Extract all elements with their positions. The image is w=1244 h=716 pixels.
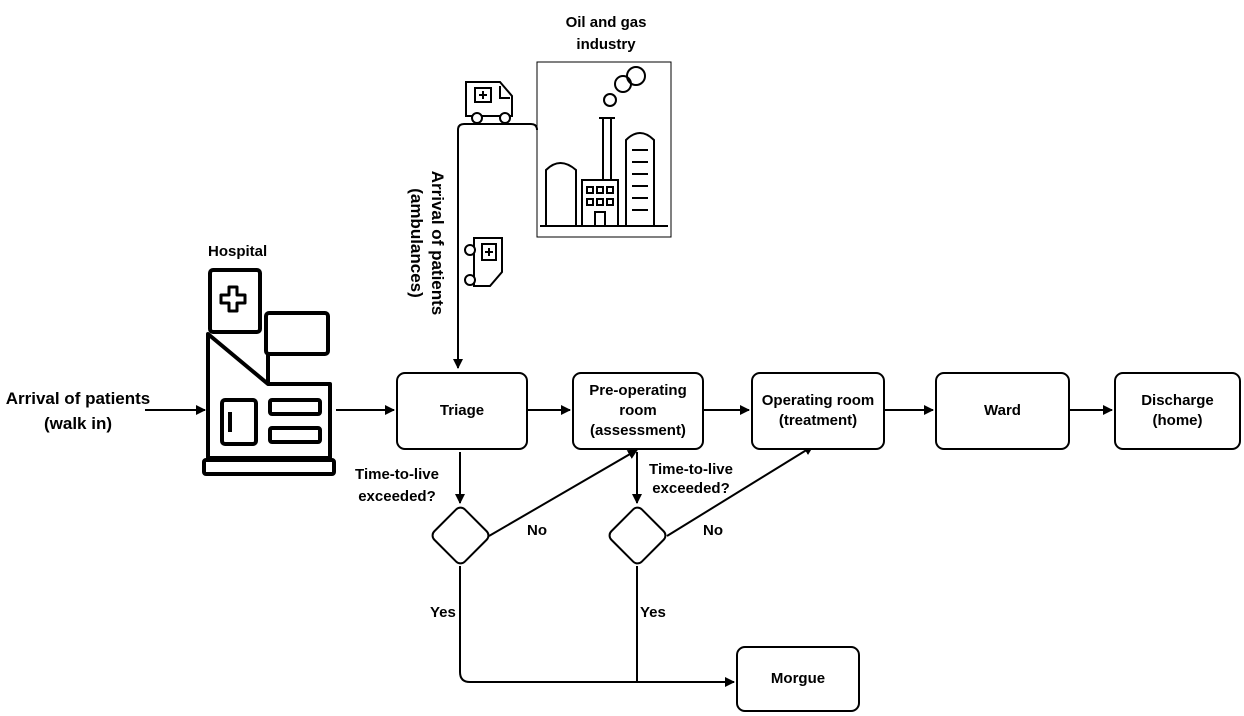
triage-node-line1: Triage [439,402,485,419]
no-label-2: No [703,522,723,539]
factory-icon [536,61,672,238]
preop-node: Pre-operating room (assessment) [572,372,704,450]
morgue-node-line1: Morgue [770,670,826,687]
industry-label: Oil and gas industry [553,12,659,56]
preop-node-line1: Pre-operating [589,382,687,399]
ttl-question-preop-line2: exceeded? [652,480,730,497]
ambulance-icon [464,237,503,287]
preop-node-line3: (assessment) [590,422,686,439]
yes-label-1: Yes [430,604,456,621]
preop-node-line2: room [619,402,657,419]
operating-room-node-line2: (treatment) [778,412,858,429]
walk-in-label: Arrival of patients (walk in) [0,386,156,436]
ambulance-icon [465,81,513,124]
discharge-node-line1: Discharge [1141,392,1214,409]
ttl-question-preop-line1: Time-to-live [649,461,733,478]
connectors [145,123,1113,687]
ttl-question-triage-line2: exceeded? [358,488,436,505]
decision-diamond-preop [608,506,667,565]
operating-room-node: Operating room (treatment) [751,372,885,450]
hospital-label: Hospital [208,243,268,260]
ambulance-arrival-label: Arrival of patients (ambulances) [406,158,448,328]
operating-room-node-line1: Operating room [761,392,875,409]
yes-label-2: Yes [640,604,666,621]
morgue-node: Morgue [736,646,860,712]
ward-node: Ward [935,372,1070,450]
ambulance-arrival-label-line1: Arrival of patients [428,170,447,316]
walk-in-label-line1: Arrival of patients [5,389,151,408]
walk-in-label-line2: (walk in) [43,414,112,433]
discharge-node-line2: (home) [1152,412,1203,429]
hospital-icon [202,268,336,476]
decision-diamond-triage [431,506,490,565]
discharge-node: Discharge (home) [1114,372,1241,450]
industry-label-line1: Oil and gas [565,14,647,31]
triage-node: Triage [396,372,528,450]
ttl-question-preop: Time-to-live exceeded? [641,460,741,498]
no-label-1: No [527,522,547,539]
ambulance-arrival-label-line2: (ambulances) [407,188,426,298]
ward-node-line1: Ward [984,402,1021,419]
ttl-question-triage-line1: Time-to-live [355,466,439,483]
ttl-question-triage: Time-to-live exceeded? [341,464,453,508]
industry-label-line2: industry [576,36,636,53]
